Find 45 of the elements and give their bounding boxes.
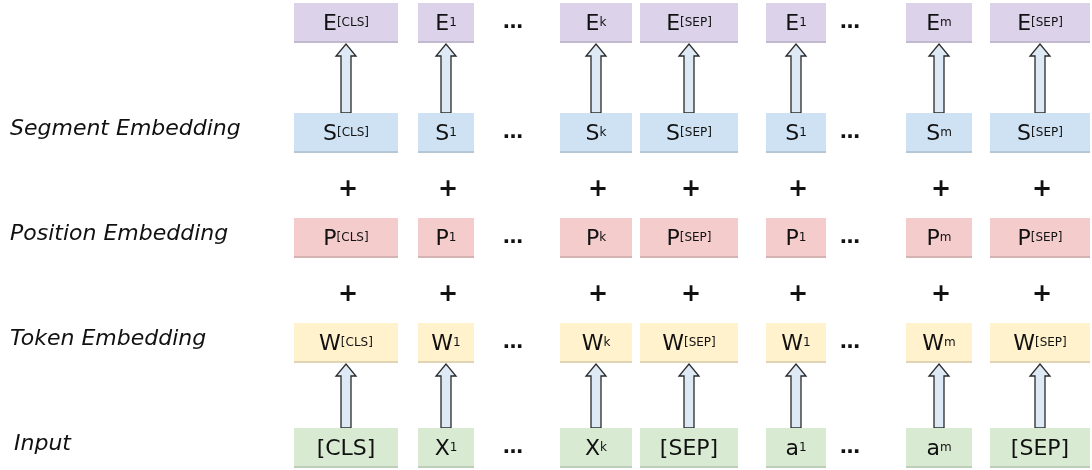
block-arrow [1028, 363, 1052, 429]
block-arrow [784, 43, 808, 114]
plus-sign: + [588, 279, 609, 307]
ellipsis: … [840, 9, 860, 33]
ellipsis: … [503, 119, 523, 143]
block-arrow [334, 363, 358, 429]
plus-sign: + [438, 279, 459, 307]
block-arrow [1028, 43, 1052, 114]
block-arrow [677, 43, 701, 114]
ellipsis: … [503, 9, 523, 33]
block-arrow [434, 43, 458, 114]
row-label: Position Embedding [10, 220, 229, 245]
ellipsis: … [503, 224, 523, 248]
block-arrow [434, 363, 458, 429]
input-token-box: [SEP] [990, 428, 1090, 468]
row-label: Input [14, 430, 71, 455]
plus-sign: + [438, 174, 459, 202]
plus-sign: + [681, 279, 702, 307]
block-arrow [677, 363, 701, 429]
ellipsis: … [840, 329, 860, 353]
plus-sign: + [681, 174, 702, 202]
plus-sign: + [931, 174, 952, 202]
row-label: Token Embedding [10, 325, 207, 350]
block-arrow [584, 43, 608, 114]
block-arrow [927, 43, 951, 114]
plus-sign: + [788, 279, 809, 307]
plus-sign: + [588, 174, 609, 202]
plus-sign: + [788, 174, 809, 202]
plus-sign: + [338, 174, 359, 202]
ellipsis: … [503, 434, 523, 458]
block-arrow [784, 363, 808, 429]
plus-sign: + [1032, 279, 1053, 307]
input-token-box: [CLS] [294, 428, 398, 468]
block-arrow [334, 43, 358, 114]
input-token-box: [SEP] [640, 428, 738, 468]
block-arrow [584, 363, 608, 429]
plus-sign: + [1032, 174, 1053, 202]
plus-sign: + [931, 279, 952, 307]
ellipsis: … [840, 224, 860, 248]
ellipsis: … [503, 329, 523, 353]
plus-sign: + [338, 279, 359, 307]
ellipsis: … [840, 119, 860, 143]
block-arrow [927, 363, 951, 429]
row-label: Segment Embedding [10, 115, 241, 140]
ellipsis: … [840, 434, 860, 458]
